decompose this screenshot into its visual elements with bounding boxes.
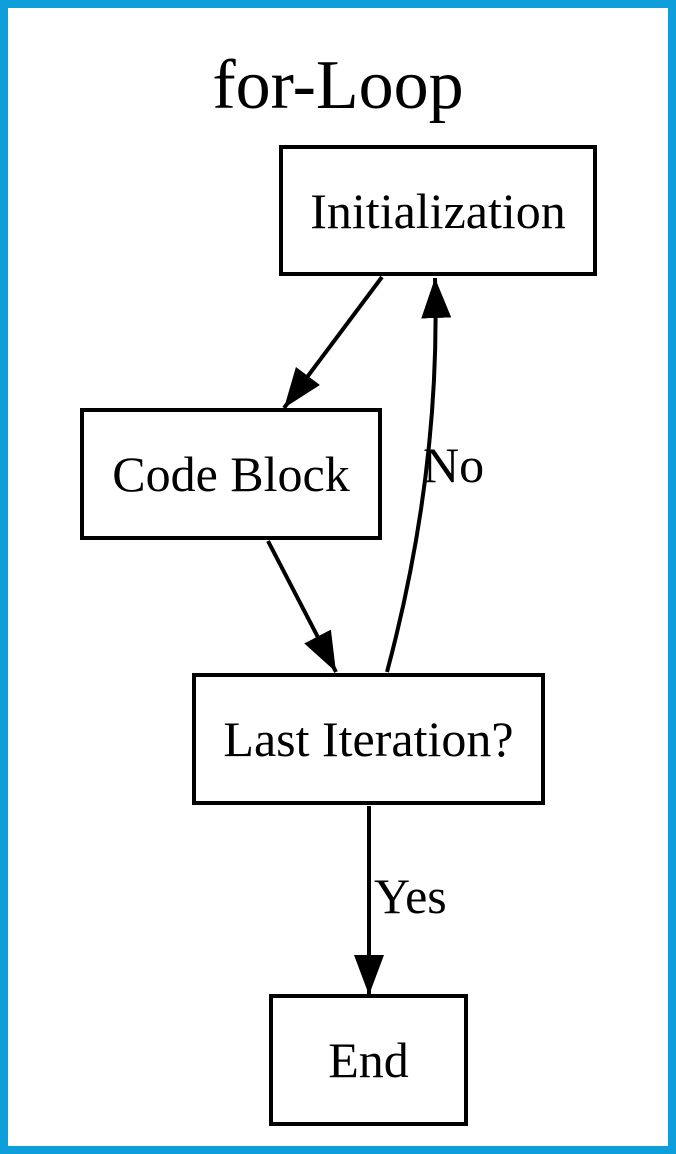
node-code-block-label: Code Block (112, 446, 350, 502)
node-last-iteration: Last Iteration? (192, 673, 545, 805)
edge-label-yes: Yes (374, 868, 447, 924)
node-last-iteration-label: Last Iteration? (223, 711, 514, 767)
node-end: End (269, 994, 468, 1126)
edge-label-no: No (423, 437, 485, 493)
edge-code-block-to-last-iteration (266, 540, 338, 673)
node-end-label: End (328, 1032, 409, 1088)
edge-last-iteration-to-initialization-no (385, 277, 452, 673)
edges-layer (266, 275, 452, 995)
node-initialization-label: Initialization (310, 182, 566, 239)
edge-initialization-to-code-block (282, 275, 384, 410)
node-code-block: Code Block (80, 408, 382, 540)
node-initialization: Initialization (279, 145, 597, 276)
diagram-title: for-Loop (212, 47, 464, 124)
